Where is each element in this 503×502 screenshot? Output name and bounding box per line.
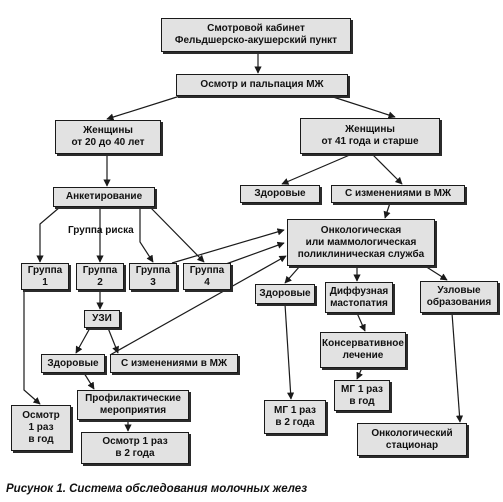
figure-caption: Рисунок 1. Система обследования молочных… bbox=[6, 483, 308, 495]
edge-women-old-changes bbox=[371, 153, 403, 185]
node-healthy-left: Здоровые bbox=[41, 354, 105, 373]
edge-oncology-healthy-mid bbox=[284, 265, 301, 284]
node-group3: Группа 3 bbox=[129, 263, 177, 290]
edge-uzi-changes-left bbox=[107, 327, 119, 354]
edge-oncology-nodular bbox=[424, 265, 448, 281]
node-onc-hospital: Онкологический стационар bbox=[357, 423, 467, 456]
node-prophylactic: Профилактические мероприятия bbox=[77, 390, 189, 420]
edge-exam-women-old bbox=[329, 95, 396, 119]
node-healthy-mid: Здоровые bbox=[255, 284, 315, 304]
node-exam: Осмотр и пальпация МЖ bbox=[176, 74, 348, 96]
edge-women-old-healthy bbox=[281, 153, 353, 185]
edge-healthy-left-prophylactic bbox=[83, 372, 95, 390]
node-uzi: УЗИ bbox=[84, 310, 120, 328]
edge-changes-right-oncology bbox=[383, 202, 391, 219]
edge-group3-oncology bbox=[171, 228, 285, 264]
node-mg1y: МГ 1 раз в год bbox=[334, 380, 390, 411]
label-risk-group: Группа риска bbox=[68, 225, 134, 236]
edge-group1-exam1y bbox=[23, 290, 41, 405]
node-survey: Анкетирование bbox=[53, 187, 155, 207]
node-women-old: Женщины от 41 года и старше bbox=[300, 118, 440, 154]
node-oncology: Онкологическая или маммологическая полик… bbox=[287, 219, 435, 266]
node-changes-right: С изменениями в МЖ bbox=[331, 185, 465, 203]
node-group4: Группа 4 bbox=[183, 263, 231, 290]
node-conservative: Консервативное лечение bbox=[320, 332, 406, 368]
edge-survey-group3 bbox=[139, 207, 154, 263]
edge-diffuse-conservative bbox=[356, 312, 366, 332]
node-nodular: Узловые образования bbox=[420, 281, 498, 313]
edge-group4-oncology bbox=[225, 241, 285, 265]
node-group1: Группа 1 bbox=[21, 263, 69, 290]
edge-conservative-mg1y bbox=[356, 367, 363, 380]
node-women-young: Женщины от 20 до 40 лет bbox=[55, 120, 161, 154]
node-changes-left: С изменениями в МЖ bbox=[110, 354, 238, 373]
edge-healthy-mid-mg2y bbox=[284, 303, 295, 400]
node-mg2y: МГ 1 раз в 2 года bbox=[264, 400, 326, 434]
node-cabinet: Смотровой кабинет Фельдшерско-акушерский… bbox=[161, 18, 351, 52]
edge-exam-women-young bbox=[106, 95, 181, 121]
node-group2: Группа 2 bbox=[76, 263, 124, 290]
edge-changes-left-oncology bbox=[109, 255, 287, 356]
edge-survey-group1 bbox=[36, 206, 61, 263]
node-exam2y: Осмотр 1 раз в 2 года bbox=[81, 432, 189, 464]
node-diffuse: Диффузная мастопатия bbox=[325, 282, 393, 313]
edge-survey-group4 bbox=[149, 206, 205, 263]
node-healthy-right: Здоровые bbox=[240, 185, 320, 203]
edge-uzi-healthy-left bbox=[75, 327, 91, 354]
node-exam1y: Осмотр 1 раз в год bbox=[11, 405, 71, 451]
edge-nodular-onc-hospital bbox=[451, 312, 464, 423]
